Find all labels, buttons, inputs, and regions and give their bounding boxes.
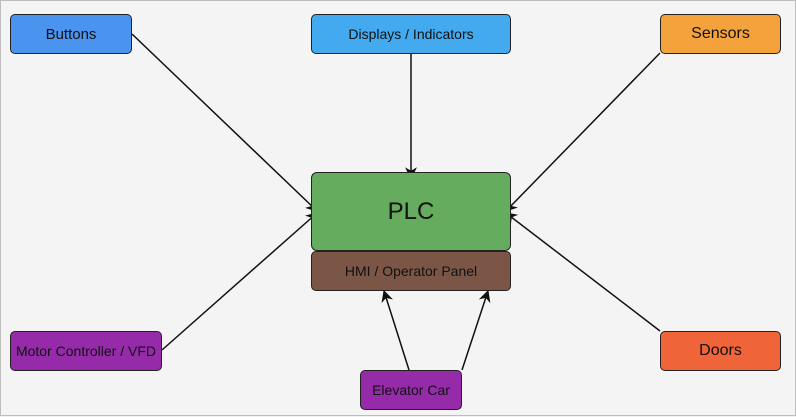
edge-doors-to-plc — [505, 212, 661, 332]
node-motor-label: Motor Controller / VFD — [15, 343, 157, 359]
edge-car-to-hmi-left — [381, 289, 410, 371]
node-buttons-label: Buttons — [45, 25, 97, 43]
node-car[interactable]: Elevator Car — [360, 370, 462, 410]
node-hmi[interactable]: HMI / Operator Panel — [311, 251, 511, 291]
edge-motor-to-plc — [161, 212, 318, 351]
edge-car-to-hmi-right — [461, 289, 491, 371]
node-displays[interactable]: Displays / Indicators — [311, 14, 511, 54]
node-plc[interactable]: PLC — [311, 172, 511, 251]
node-motor[interactable]: Motor Controller / VFD — [10, 331, 162, 371]
edge-buttons-to-plc — [131, 33, 318, 212]
node-displays-label: Displays / Indicators — [348, 26, 474, 42]
node-sensors-label: Sensors — [691, 25, 750, 42]
node-doors-label: Doors — [699, 342, 742, 359]
node-hmi-label: HMI / Operator Panel — [344, 263, 478, 279]
edge-sensors-to-plc — [505, 52, 661, 212]
node-sensors[interactable]: Sensors — [660, 14, 781, 54]
node-doors[interactable]: Doors — [660, 331, 781, 371]
node-plc-label: PLC — [387, 197, 435, 225]
node-buttons[interactable]: Buttons — [10, 14, 132, 54]
node-car-label: Elevator Car — [372, 382, 450, 398]
